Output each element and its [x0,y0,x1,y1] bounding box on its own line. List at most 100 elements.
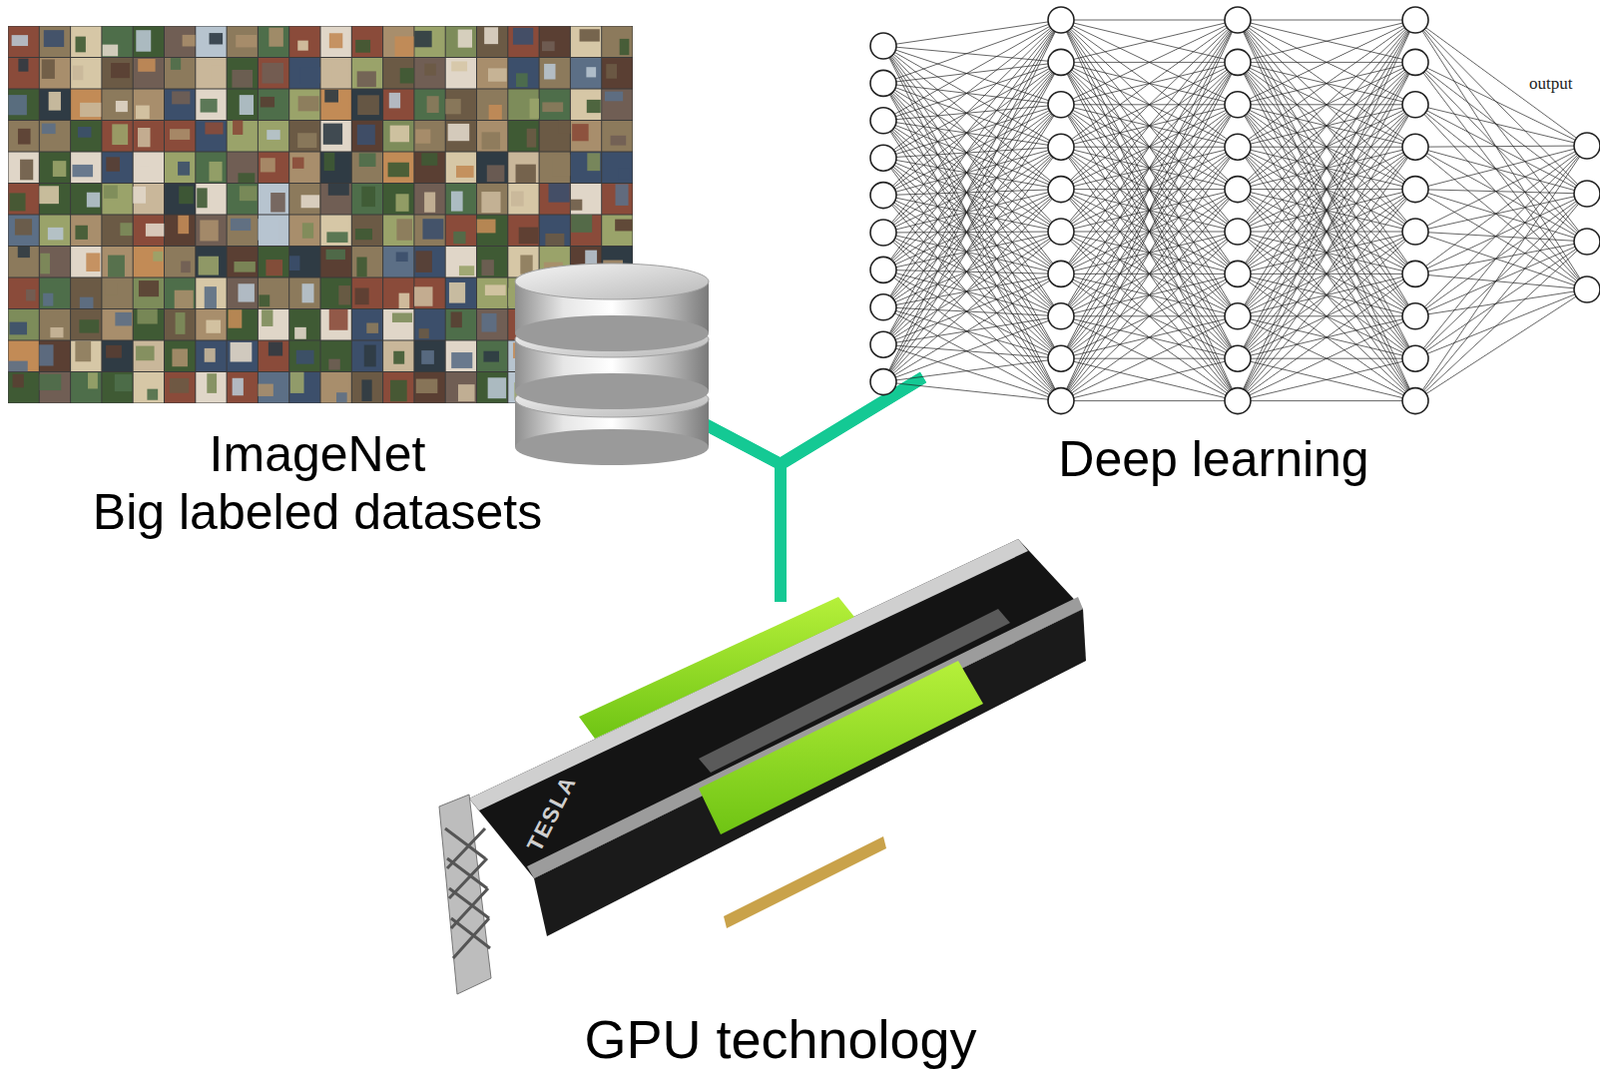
mosaic-tile [446,278,477,310]
mosaic-tile [446,309,477,341]
mosaic-detail [301,194,321,208]
card-top [469,538,1083,879]
mosaic-detail [487,164,506,182]
mosaic-detail [17,246,30,258]
mosaic-detail [615,183,629,205]
mosaic-tile [289,246,320,278]
mosaic-tile [101,89,132,121]
mosaic-detail [105,283,117,295]
mosaic-tile [446,183,477,215]
network-neuron [1574,132,1600,159]
mosaic-tile [321,372,352,404]
mosaic-detail [11,34,28,46]
mosaic-detail [198,256,219,276]
mosaic-detail [114,374,132,392]
mosaic-tile [352,26,383,58]
mosaic-detail [355,39,371,53]
mosaic-tile [227,89,258,121]
network-weight [883,61,1062,307]
mosaic-detail [329,32,343,48]
network-weight [1061,19,1238,317]
network-weight [1061,19,1238,147]
mosaic-detail [135,29,151,51]
mosaic-detail [586,99,601,113]
mosaic-detail [169,378,189,394]
mosaic-detail [204,122,223,135]
mosaic-detail [239,185,257,201]
mosaic-tile [446,246,477,278]
mosaic-tile [164,309,195,341]
mosaic-tile [289,89,320,121]
mosaic-detail [17,128,31,145]
mosaic-tile [321,152,352,184]
network-neuron [1224,176,1251,203]
network-weight [1237,400,1416,402]
network-weight [1061,358,1238,401]
mosaic-detail [482,131,501,149]
network-weight [1237,61,1416,401]
network-weight [1061,19,1238,190]
mosaic-detail [416,379,439,394]
mosaic-detail [336,392,348,403]
mosaic-tile [321,341,352,373]
mosaic-detail [105,345,122,359]
network-neuron [870,294,897,321]
network-weight [1415,104,1588,242]
mosaic-tile [446,341,477,373]
network-weight [1237,358,1416,401]
network-weight [1237,273,1416,401]
mosaic-tile [70,246,101,278]
mosaic-detail [604,91,623,102]
network-weight [883,231,1062,383]
mosaic-tile [383,152,414,184]
mosaic-detail [209,32,224,44]
mosaic-detail [171,90,190,104]
network-weight [883,82,1062,401]
mosaic-detail [482,313,498,333]
network-neuron [870,331,897,358]
network-weight [1061,19,1238,402]
mosaic-tile [195,341,226,373]
mosaic-tile [383,57,414,89]
network-weight [883,45,1062,62]
mosaic-tile [227,183,258,215]
mosaic-detail [239,94,254,115]
network-weight [1415,193,1588,317]
mosaic-detail [302,222,314,238]
network-weight [1415,241,1588,359]
network-weight [1237,146,1416,401]
mosaic-tile [164,57,195,89]
network-weight [1415,231,1588,290]
mosaic-detail [488,67,508,81]
mosaic-tile [101,120,132,152]
network-weight [883,61,1062,345]
mosaic-detail [261,309,273,327]
mosaic-detail [355,287,370,305]
mosaic-detail [232,120,243,135]
mosaic-detail [137,58,155,72]
network-weight [883,104,1062,383]
mosaic-tile [101,152,132,184]
mosaic-tile [133,89,164,121]
mosaic-tile [414,120,445,152]
network-weight [1415,241,1588,274]
network-weight [1237,316,1416,402]
mosaic-detail [177,215,189,234]
mosaic-detail [266,129,280,140]
mosaic-detail [41,123,56,134]
network-weight [883,61,1062,83]
mosaic-tile [446,372,477,404]
network-weight [883,146,1062,233]
mosaic-detail [231,69,253,88]
mosaic-tile [477,26,508,58]
network-neuron [1224,218,1251,245]
mosaic-detail [610,135,627,146]
mosaic-tile [352,278,383,310]
network-weight [1415,193,1588,274]
card-frame [527,596,1083,879]
network-weight [1061,358,1238,401]
mosaic-tile [164,278,195,310]
network-weight [1237,231,1416,402]
mosaic-detail [357,124,376,145]
network-weight [1415,61,1588,146]
